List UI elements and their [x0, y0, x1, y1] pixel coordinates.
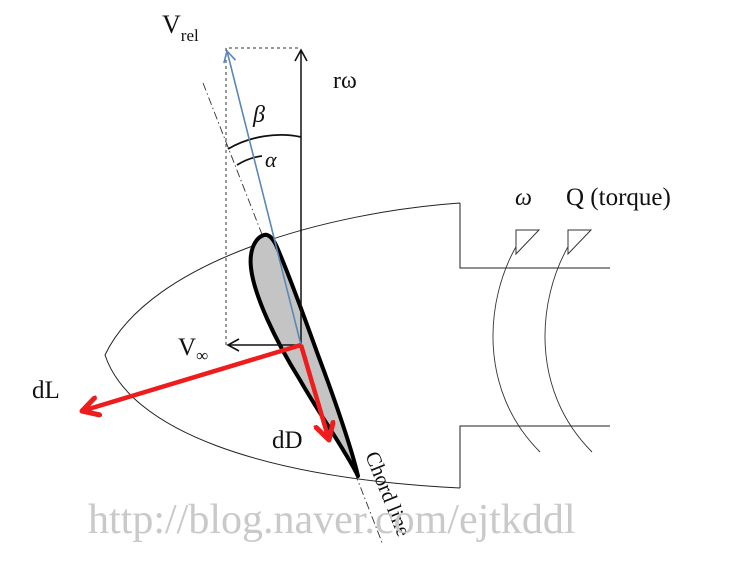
lift-arrow — [82, 342, 302, 411]
omega-label: ω — [515, 185, 532, 211]
v-rel-arrow — [223, 49, 302, 346]
drag-label: dD — [272, 427, 303, 454]
v-inf-label: V∞ — [178, 334, 208, 365]
lift-label: dL — [32, 377, 60, 404]
velocity-parallelogram — [225, 47, 301, 345]
hub-outline — [104, 202, 461, 489]
hub-step-top — [459, 203, 610, 269]
r-omega-label: rω — [333, 68, 357, 94]
torque-rotation-icon — [544, 229, 593, 453]
alpha-arc — [236, 155, 263, 166]
chord-line — [202, 82, 384, 546]
omega-rotation-icon — [492, 229, 541, 453]
beta-arc — [227, 134, 302, 150]
watermark: http://blog.naver.com/ejtkddl — [88, 497, 576, 543]
beta-label: β — [252, 102, 265, 128]
hub-step-bottom — [459, 425, 610, 488]
drag-arrow — [298, 344, 329, 440]
v-rel-label: Vrel — [162, 10, 199, 45]
alpha-label: α — [265, 147, 277, 172]
torque-label: Q (torque) — [566, 184, 671, 211]
